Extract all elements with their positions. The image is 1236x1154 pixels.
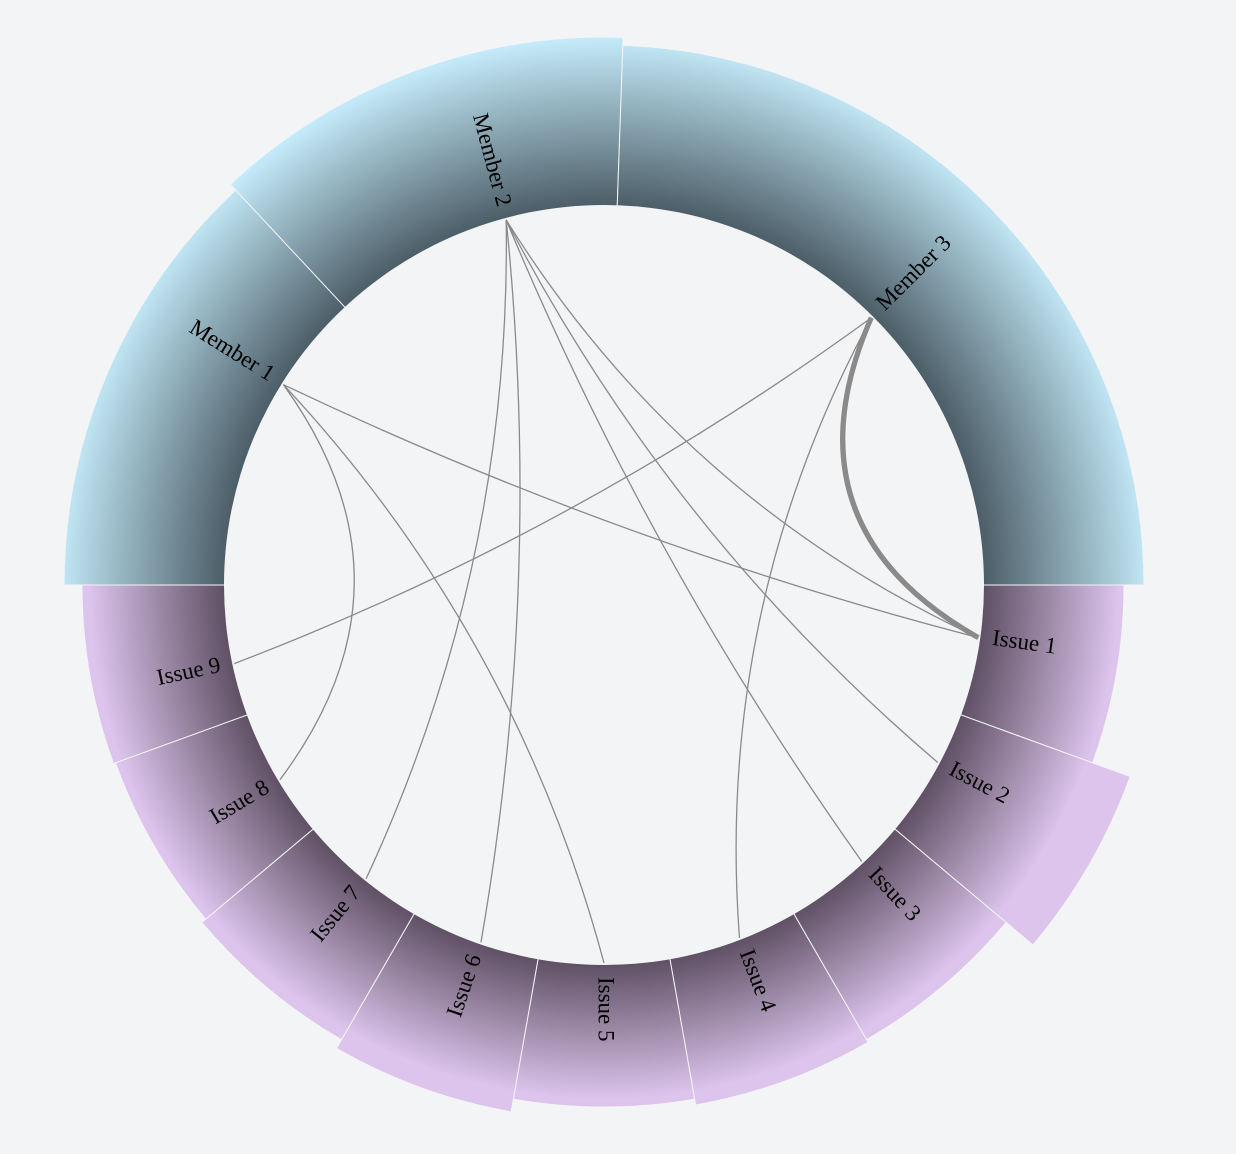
link-m2-i2	[505, 219, 939, 763]
link-m2-i1	[505, 219, 979, 639]
links-layer	[234, 219, 980, 964]
link-m3-i4	[735, 317, 872, 938]
link-m3-i9	[234, 317, 872, 665]
link-m2-i6	[480, 219, 521, 943]
ring-segments	[63, 36, 1145, 1113]
link-m2-i3	[505, 219, 863, 862]
link-m1-i8	[279, 384, 355, 781]
link-m1-i1	[283, 384, 979, 639]
link-m3-i1	[840, 316, 980, 640]
label-i5: Issue 5	[594, 977, 619, 1042]
inner-disc	[224, 205, 984, 965]
link-m2-i7	[365, 219, 508, 880]
link-m1-i5	[282, 384, 605, 964]
